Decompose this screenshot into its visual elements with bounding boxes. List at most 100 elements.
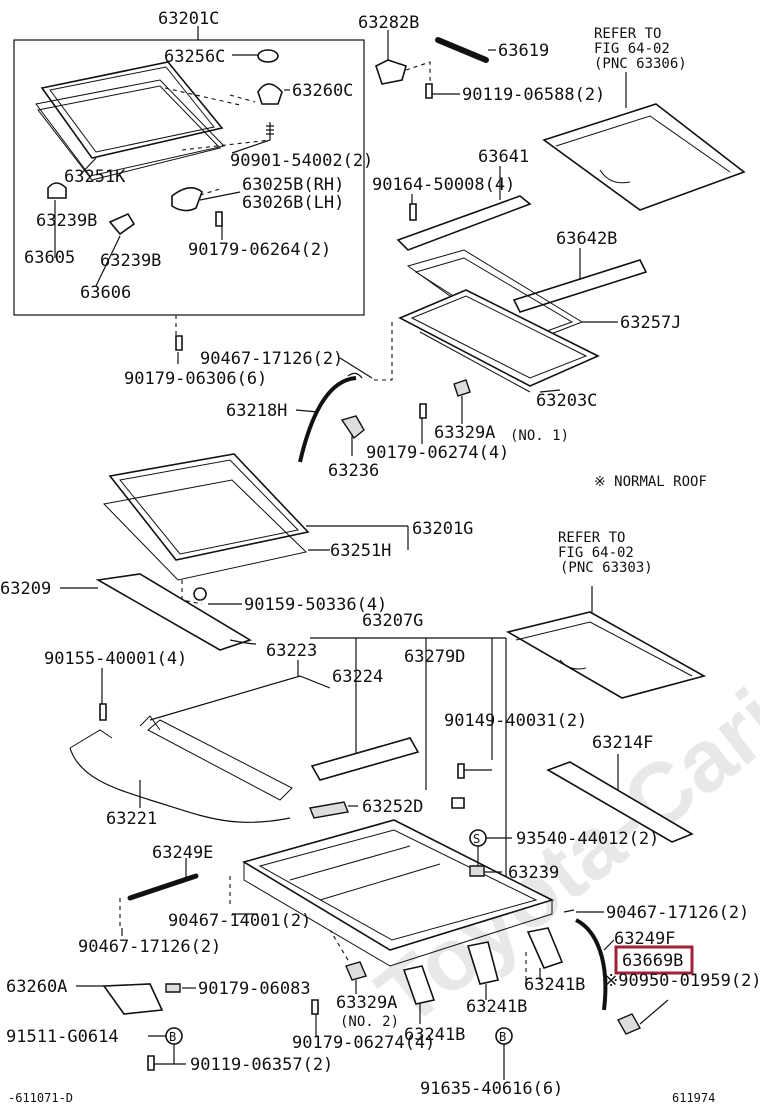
highlight-box-63669: [614, 945, 694, 975]
rail-63641: [396, 195, 532, 251]
part-63239b-2: [108, 212, 136, 236]
label-63241b-3: 63241B: [404, 1025, 465, 1045]
label-63279d: 63279D: [404, 647, 465, 667]
frame-63207g: [242, 819, 555, 967]
refer2-line1: REFER TO: [558, 530, 625, 546]
label-91511: 91511-G0614: [6, 1027, 119, 1047]
label-code-right: 611974: [672, 1091, 715, 1105]
label-63605: 63605: [24, 248, 75, 268]
label-90149: 90149-40031(2): [444, 711, 587, 731]
label-no1: (NO. 1): [510, 428, 569, 444]
drain-hose-63249e: [127, 873, 199, 901]
assembly-box-63201c: [13, 39, 365, 316]
label-63282b: 63282B: [358, 13, 419, 33]
label-63619: 63619: [498, 41, 549, 61]
bracket-63241b-b: [466, 941, 499, 985]
label-63641: 63641: [478, 147, 529, 167]
drain-hose-63249f: [575, 918, 608, 1011]
circle-s-label: S: [473, 832, 480, 846]
label-90119-06588: 90119-06588(2): [462, 85, 605, 105]
clip-90179-06306: [175, 335, 183, 351]
part-63329a-2: [345, 961, 367, 981]
label-63236: 63236: [328, 461, 379, 481]
label-90467-17126-c: 90467-17126(2): [606, 903, 749, 923]
clip-90179-06264: [215, 211, 223, 227]
label-no2: (NO. 2): [340, 1014, 399, 1030]
part-90950: [617, 1013, 641, 1035]
deflector-63209: [95, 573, 252, 651]
label-63207g: 63207G: [362, 611, 423, 631]
label-code-left: -611071-D: [8, 1091, 73, 1105]
circle-b-right-label: B: [499, 1030, 506, 1044]
label-90179-06264: 90179-06264(2): [188, 240, 331, 260]
label-63249e: 63249E: [152, 843, 213, 863]
bolt-90155: [99, 703, 107, 721]
cable-63223: [149, 675, 331, 721]
label-normal-roof: ※ NORMAL ROOF: [594, 474, 707, 490]
bolt-90159: [193, 587, 207, 601]
label-63251k: 63251K: [64, 167, 126, 187]
label-93540: 93540-44012(2): [516, 829, 659, 849]
label-90179-06274-a: 90179-06274(4): [366, 443, 509, 463]
label-90950: ※90950-01959(2): [604, 971, 760, 991]
label-63669: 63669B: [622, 951, 683, 971]
clip-90179-06274-b: [311, 999, 319, 1015]
part-63236: [340, 415, 365, 440]
sunshade-63306: [542, 103, 746, 211]
label-63214f: 63214F: [592, 733, 653, 753]
refer1-line1: REFER TO: [594, 26, 661, 42]
label-63252d: 63252D: [362, 797, 423, 817]
label-90467-17126-b: 90467-17126(2): [78, 937, 221, 957]
rail-63642b: [512, 259, 648, 313]
label-63218h: 63218H: [226, 401, 287, 421]
label-63642b: 63642B: [556, 229, 617, 249]
part-63260c: [257, 83, 283, 105]
label-63606: 63606: [80, 283, 131, 303]
seal-63619: [435, 37, 489, 63]
bracket-63241b-a: [526, 927, 564, 969]
label-63329a-1: 63329A: [434, 423, 495, 443]
label-90119-06357: 90119-06357(2): [190, 1055, 333, 1075]
label-63239: 63239: [508, 863, 559, 883]
label-63203c: 63203C: [536, 391, 597, 411]
label-63260c: 63260C: [292, 81, 353, 101]
label-90467-17126-a: 90467-17126(2): [200, 349, 343, 369]
label-63251h: 63251H: [330, 541, 391, 561]
label-63239b-2: 63239B: [100, 251, 161, 271]
clip-90179-06083: [165, 983, 181, 993]
label-63224: 63224: [332, 667, 383, 687]
part-63260a: [102, 983, 164, 1015]
label-63209: 63209: [0, 579, 51, 599]
refer1-line2: FIG 64-02: [594, 41, 670, 57]
label-63201g: 63201G: [412, 519, 473, 539]
seal-63214f: [546, 761, 694, 843]
drain-hose-63218h: [298, 376, 357, 463]
label-91635: 91635-40616(6): [420, 1079, 563, 1099]
bolt-90164: [409, 203, 417, 221]
label-63201c: 63201C: [158, 9, 219, 29]
label-90159: 90159-50336(4): [244, 595, 387, 615]
motor-63224: [310, 737, 420, 781]
label-90155: 90155-40001(4): [44, 649, 187, 669]
refer2-line3: (PNC 63303): [560, 560, 653, 576]
housing-63203c: [398, 289, 600, 393]
part-63282b: [375, 59, 407, 85]
label-63025b: 63025B(RH): [242, 175, 344, 195]
bolt-90119-06588: [425, 83, 433, 99]
label-63257j: 63257J: [620, 313, 681, 333]
label-63329a-2: 63329A: [336, 993, 397, 1013]
label-90179-06083: 90179-06083: [198, 979, 311, 999]
label-90179-06274-b: 90179-06274(4): [292, 1033, 435, 1053]
bolt-90901: [266, 122, 274, 140]
cable-63221: [69, 747, 291, 823]
part-63256c: [257, 49, 279, 63]
circle-b-left-label: B: [169, 1030, 176, 1044]
label-63026b: 63026B(LH): [242, 193, 344, 213]
label-63256c: 63256C: [164, 47, 225, 67]
label-63241b-2: 63241B: [466, 997, 527, 1017]
bolt-90119-06357: [147, 1055, 155, 1071]
clip-63239: [469, 865, 485, 877]
glass-panel-63201c: [35, 61, 225, 181]
